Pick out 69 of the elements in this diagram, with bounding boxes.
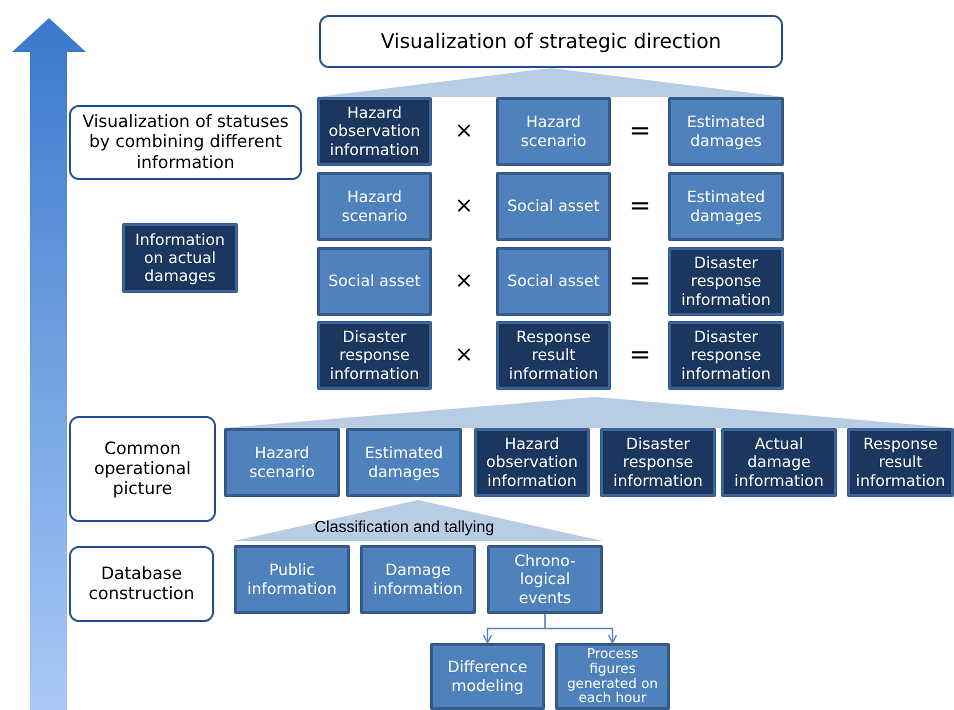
operator-symbol: = (629, 266, 651, 296)
box-text: Hazard scenario (248, 444, 316, 481)
spread-triangle (317, 68, 784, 97)
box-text: Social asset (328, 272, 421, 291)
box-text: Disaster response information (328, 328, 420, 383)
box-text: Visualization of statuses by combining different information (81, 112, 290, 173)
box-text: Hazard observation information (328, 104, 422, 159)
spread-triangle (234, 500, 603, 541)
info-box (668, 172, 784, 241)
info-box (317, 97, 432, 166)
info-box (360, 545, 476, 614)
info-box (122, 223, 238, 293)
info-box (234, 545, 350, 614)
info-box (317, 321, 432, 390)
box-text: Visualization of strategic direction (380, 30, 722, 54)
operator-symbol: × (454, 118, 474, 144)
box-text: Hazard observation information (485, 435, 579, 490)
operator-symbol: × (454, 268, 474, 294)
info-box (600, 428, 716, 497)
operator-symbol: × (454, 194, 474, 218)
info-box (847, 428, 954, 497)
box-text: Public information (246, 561, 338, 598)
info-box (668, 321, 784, 390)
box-text: Chrono- logical events (513, 552, 577, 607)
info-box (496, 247, 611, 316)
box-text: Estimated damages (686, 188, 766, 225)
box-text: Response result information (854, 435, 946, 490)
info-box (496, 172, 611, 241)
info-box (496, 97, 611, 166)
operator-symbol: × (454, 342, 474, 368)
arrow (544, 614, 618, 644)
box-text: Social asset (507, 272, 600, 291)
operator-symbol: = (629, 340, 651, 370)
info-box (721, 428, 837, 497)
info-box (474, 428, 590, 497)
info-box (496, 321, 611, 390)
box-text: Difference modeling (446, 658, 528, 695)
box-text: Disaster response information (612, 435, 704, 490)
spread-triangle (224, 397, 954, 428)
stage-label-box (69, 416, 216, 522)
operator-symbol: = (629, 191, 651, 221)
info-box (555, 643, 670, 710)
operator-symbol: = (629, 116, 651, 146)
box-text: Estimated damages (364, 444, 444, 481)
box-text: Hazard scenario (520, 113, 588, 150)
box-text: Process figures generated on each hour (566, 646, 659, 706)
info-box (487, 545, 603, 614)
box-text: Information on actual damages (134, 230, 226, 286)
box-text: Social asset (507, 197, 600, 216)
info-box (224, 428, 340, 497)
box-text: Disaster response information (680, 328, 772, 383)
box-text: Common operational picture (93, 438, 192, 500)
info-box (346, 428, 462, 497)
info-box (317, 172, 432, 241)
box-text: Damage information (372, 561, 464, 598)
info-box (430, 643, 545, 710)
stage-label-box (69, 105, 302, 180)
info-box (668, 97, 784, 166)
box-text: Hazard scenario (340, 188, 408, 225)
box-text: Database construction (88, 564, 196, 604)
title-box (319, 15, 783, 68)
fan-label: Classification and tallying (314, 519, 494, 538)
info-box (317, 247, 432, 316)
box-text: Disaster response information (680, 254, 772, 309)
info-box (668, 247, 784, 316)
box-text: Actual damage information (733, 435, 825, 490)
box-text: Response result information (508, 328, 600, 383)
stage-label-box (69, 546, 214, 622)
box-text: Estimated damages (686, 113, 766, 150)
